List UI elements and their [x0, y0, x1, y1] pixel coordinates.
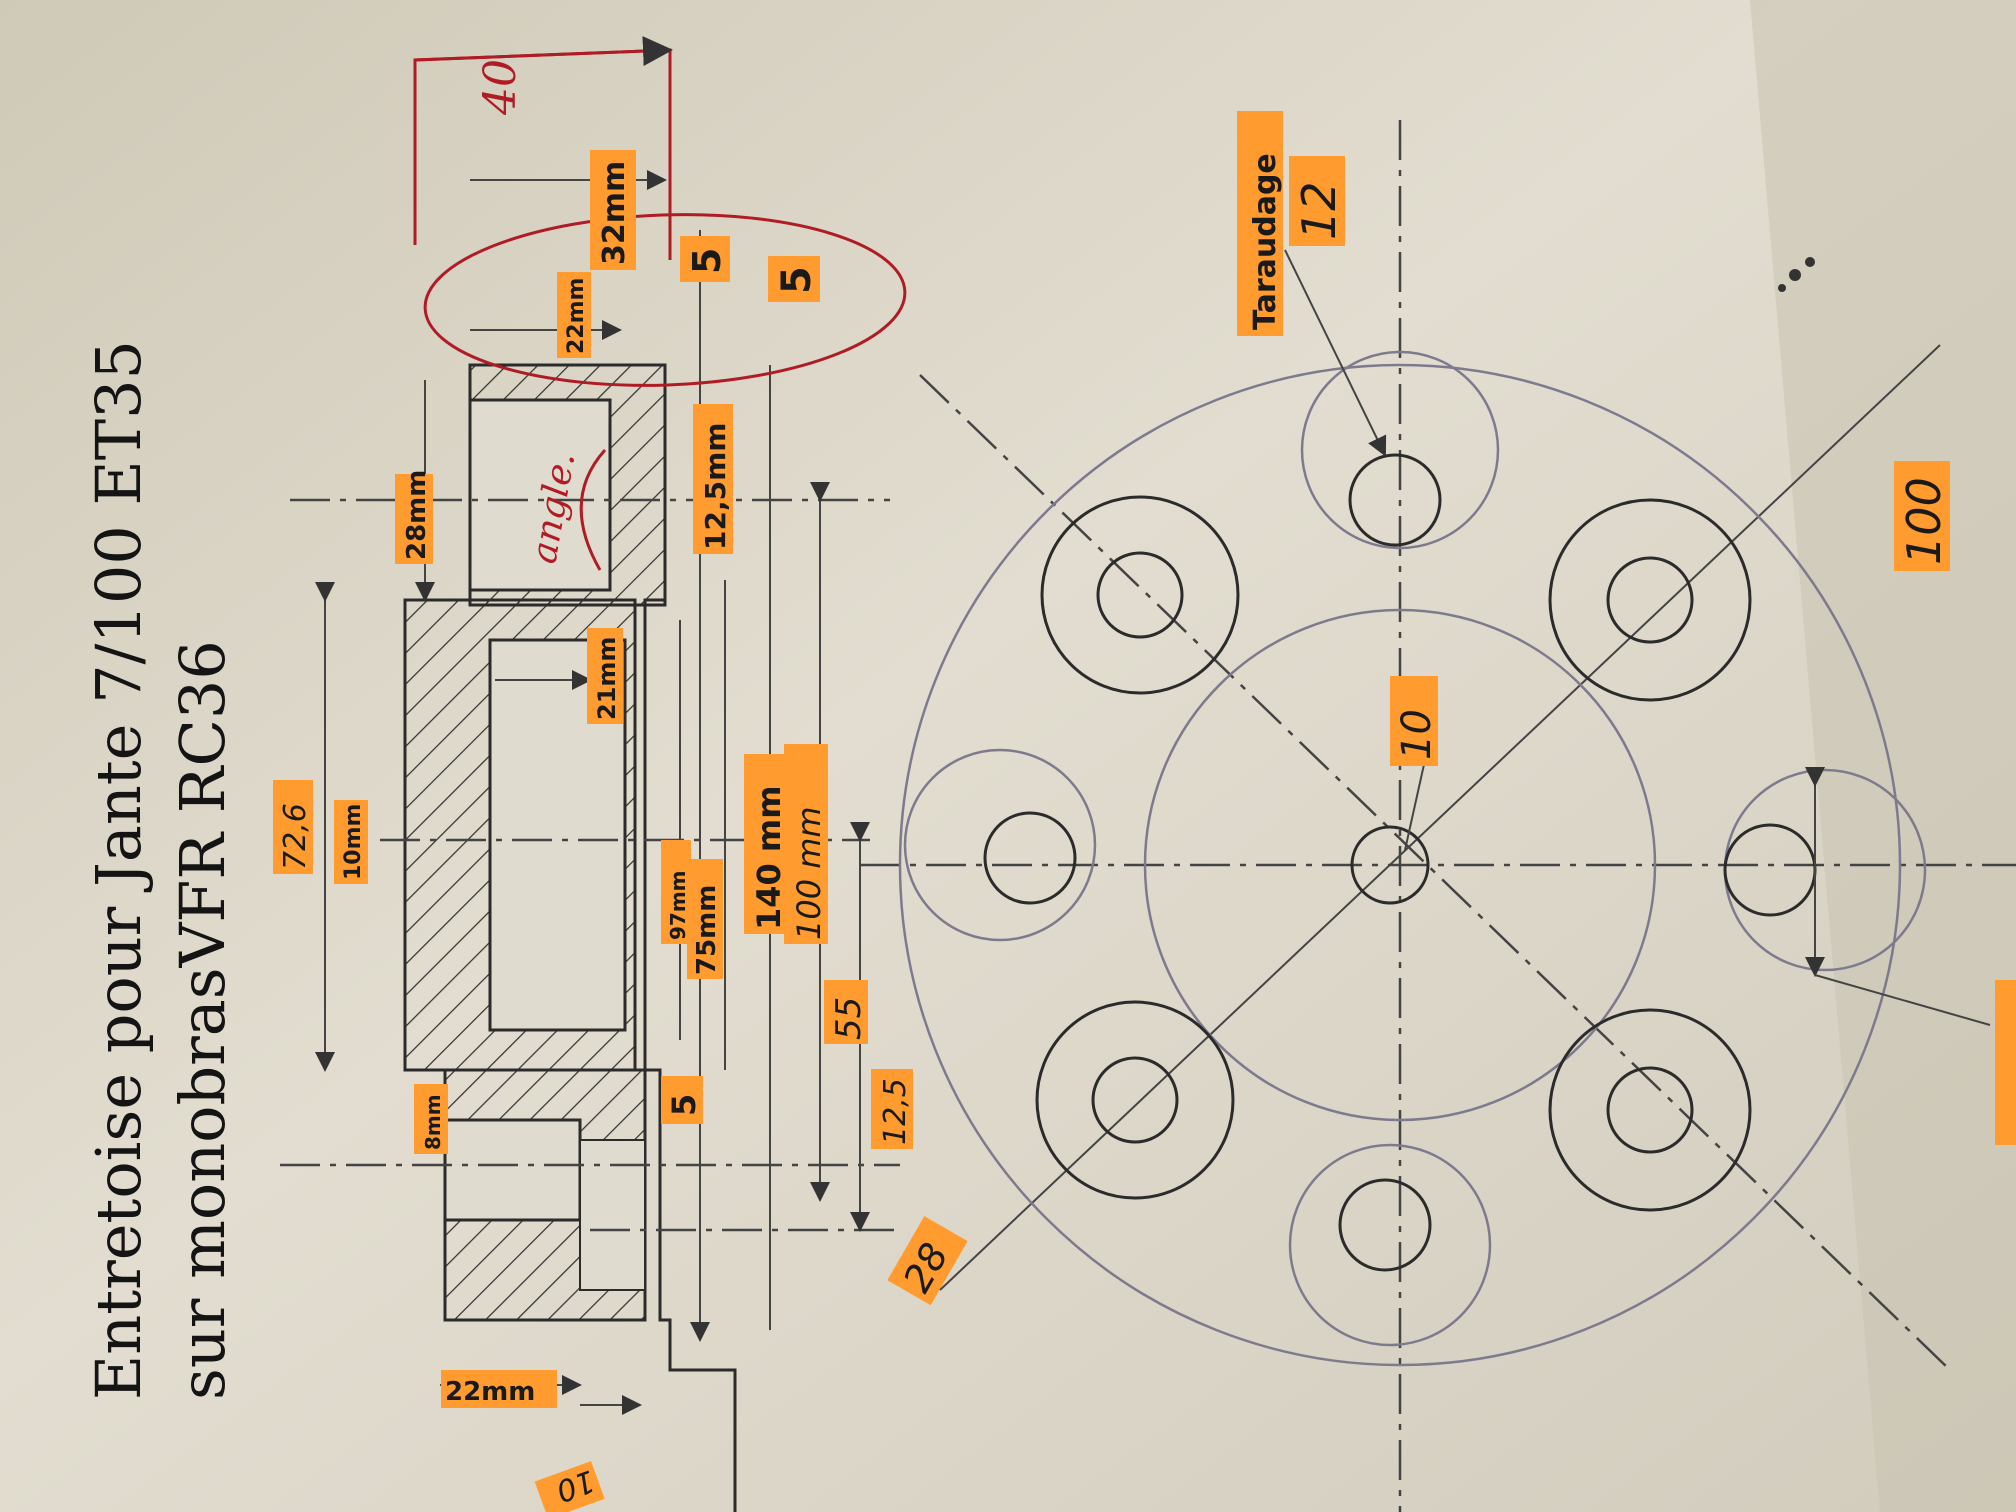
- outer-circle: [898, 363, 1902, 1367]
- dim-22mm-top: 22mm: [564, 278, 589, 354]
- hole-top-right: [1548, 498, 1752, 702]
- dim-100: 100: [1897, 477, 1951, 565]
- flange-pocket: [443, 1118, 582, 1222]
- bolt-circle: [1143, 608, 1657, 1122]
- front-centerline-diag-1: [919, 374, 1951, 1371]
- title-line-2: sur monobrasVFR RC36: [166, 640, 239, 1400]
- dim-72-6: 72,6: [278, 803, 313, 870]
- title-block: Entretoise pour Jante 7/100 ET35 sur mon…: [82, 340, 239, 1400]
- hole-bottom-right: [1548, 1008, 1752, 1212]
- center-bore: [1350, 825, 1430, 905]
- section-dimension-labels: 32mm 22mm 5 5 28mm 12,5mm 21mm 72,6: [273, 150, 968, 1512]
- spigot-bore: [468, 398, 612, 592]
- dim-40: 40: [475, 59, 526, 116]
- dim-10-center: 10: [1394, 709, 1440, 760]
- dim-10mm: 10mm: [341, 804, 366, 880]
- dim-5-a: 5: [685, 248, 729, 274]
- paper-fold-shadow: [1750, 0, 2016, 1512]
- dim-32mm: 32mm: [597, 161, 632, 265]
- flange-bore: [579, 1139, 646, 1291]
- title-line-1: Entretoise pour Jante 7/100 ET35: [82, 340, 155, 1400]
- dim-55: 55: [829, 997, 869, 1040]
- hole-top-left: [1040, 495, 1240, 695]
- angle-arc: [579, 448, 607, 571]
- dim-21mm: 21mm: [593, 637, 621, 720]
- front-dimension-labels: Taraudage 12 10 100: [1237, 111, 2016, 1145]
- dim-12-5mm: 12,5mm: [699, 423, 732, 550]
- dim-12: 12: [1292, 181, 1346, 240]
- orange-tag-edge: [1995, 980, 2016, 1145]
- hole-top: [1300, 350, 1500, 550]
- outer-contour: [643, 365, 737, 1512]
- dim-12-5: 12,5: [878, 1078, 913, 1145]
- ink-speck: [1805, 257, 1815, 267]
- taraudage-label: Taraudage: [1248, 153, 1283, 330]
- hole-bottom: [1288, 1143, 1492, 1347]
- hole-left: [903, 748, 1097, 942]
- red-circle-highlight: [423, 213, 907, 387]
- dim-97mm: 97mm: [666, 870, 690, 940]
- dim-140mm: 140 mm: [750, 785, 788, 930]
- dim-8mm: 8mm: [421, 1094, 445, 1150]
- ink-speck: [1778, 284, 1786, 292]
- ink-speck: [1789, 269, 1801, 281]
- hole-bottom-left: [1035, 1000, 1235, 1200]
- dim-100mm: 100 mm: [790, 806, 828, 940]
- dim-22mm-bottom: 22mm: [445, 1377, 535, 1407]
- dim-5-b: 5: [774, 266, 820, 294]
- dim-28mm: 28mm: [402, 470, 432, 560]
- dim-5-c: 5: [665, 1094, 703, 1116]
- front-view: [860, 120, 2016, 1512]
- dim-75mm: 75mm: [692, 885, 722, 975]
